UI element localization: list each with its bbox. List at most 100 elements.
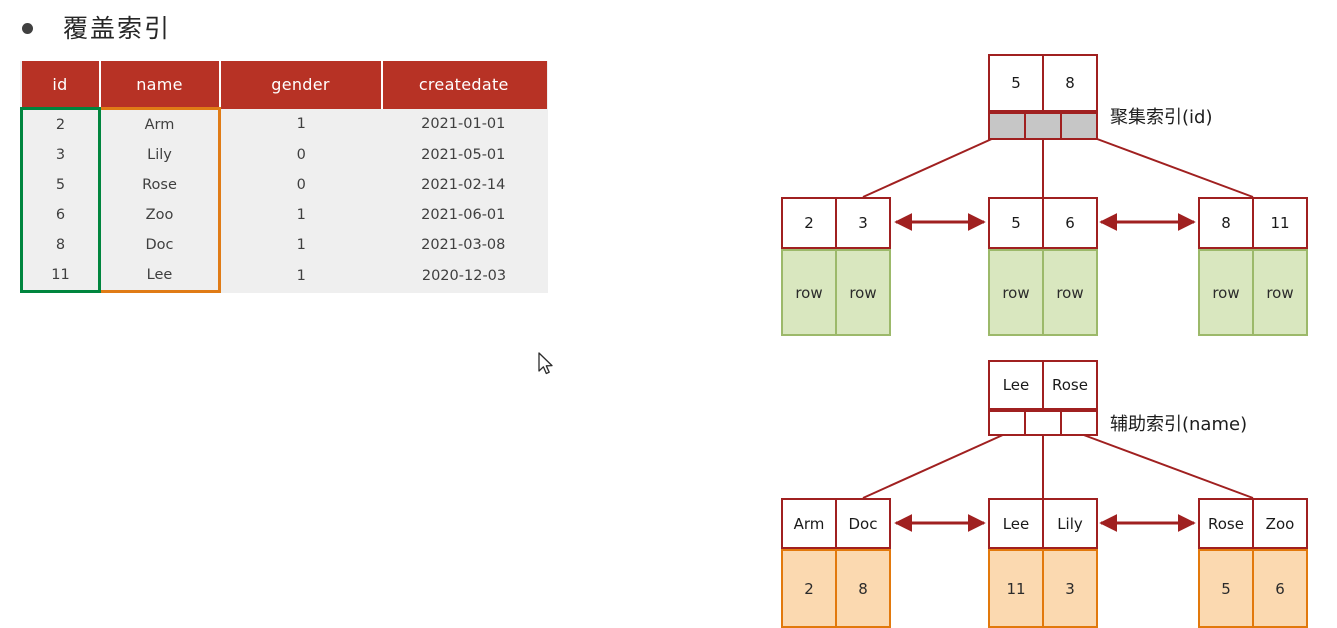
key-cell: Arm (781, 498, 837, 549)
key-cell: 5 (988, 197, 1044, 249)
pointer-cell (1024, 112, 1062, 140)
row-cell: row (1042, 249, 1098, 336)
column-header-name: name (99, 61, 221, 109)
key-cell: Lily (1042, 498, 1098, 549)
cell-id: 6 (20, 200, 101, 230)
cell-gender: 1 (219, 108, 382, 140)
table-row: 8 Doc 1 2021-03-08 (20, 230, 547, 260)
cell-createdate: 2021-02-14 (381, 170, 547, 200)
leaf-keys: 8 11 (1198, 197, 1308, 249)
row-id-cell: 5 (1198, 549, 1254, 628)
cell-createdate: 2021-05-01 (381, 140, 547, 170)
cell-name: Zoo (98, 200, 221, 230)
cell-createdate: 2020-12-03 (381, 260, 547, 292)
table-row: 3 Lily 0 2021-05-01 (20, 140, 547, 170)
leaf-values: row row (988, 249, 1098, 336)
key-cell: Rose (1042, 360, 1098, 410)
secondary-index-label: 辅助索引(name) (1110, 414, 1248, 435)
row-id-cell: 6 (1252, 549, 1308, 628)
page-title: 覆盖索引 (63, 14, 172, 43)
cell-id: 11 (20, 260, 101, 293)
pointer-cell (988, 112, 1026, 140)
secondary-root-node: Lee Rose (988, 360, 1098, 436)
key-cell: 2 (781, 197, 837, 249)
table-header-row: id name gender createdate (21, 61, 547, 109)
clustered-leaf-node: 8 11 row row (1198, 197, 1308, 336)
cell-gender: 1 (219, 230, 382, 260)
column-header-gender: gender (219, 61, 383, 109)
row-id-cell: 2 (781, 549, 837, 628)
leaf-values: row row (781, 249, 891, 336)
cell-createdate: 2021-01-01 (381, 108, 547, 140)
cell-name: Arm (98, 107, 221, 140)
content-pane: 覆盖索引 id name gender createdate 2 Arm 1 2… (0, 0, 600, 627)
cell-gender: 1 (219, 260, 382, 292)
cell-id: 2 (20, 107, 101, 140)
secondary-leaf-node: Lee Lily 11 3 (988, 498, 1098, 628)
table-row: 2 Arm 1 2021-01-01 (20, 107, 547, 140)
bullet-heading: 覆盖索引 (22, 16, 171, 41)
column-header-id: id (21, 61, 101, 109)
leaf-keys: Lee Lily (988, 498, 1098, 549)
cell-id: 3 (20, 140, 101, 170)
row-cell: row (988, 249, 1044, 336)
clustered-leaf-node: 2 3 row row (781, 197, 891, 336)
key-cell: Zoo (1252, 498, 1308, 549)
table-row: 6 Zoo 1 2021-06-01 (20, 200, 547, 230)
clustered-leaf-node: 5 6 row row (988, 197, 1098, 336)
key-cell: Lee (988, 360, 1044, 410)
pointer-cell (1024, 410, 1062, 436)
cell-createdate: 2021-06-01 (381, 200, 547, 230)
secondary-leaf-node: Arm Doc 2 8 (781, 498, 891, 628)
clustered-index-label: 聚集索引(id) (1110, 107, 1213, 128)
leaf-values: 11 3 (988, 549, 1098, 628)
cell-id: 8 (20, 230, 101, 260)
data-table: id name gender createdate 2 Arm 1 2021-0… (20, 61, 548, 293)
row-cell: row (781, 249, 837, 336)
secondary-root-pointers (988, 410, 1098, 436)
cell-name: Doc (98, 230, 221, 260)
key-cell: 11 (1252, 197, 1308, 249)
leaf-values: 2 8 (781, 549, 891, 628)
bullet-dot-icon (22, 23, 33, 34)
row-cell: row (835, 249, 891, 336)
pointer-cell (1060, 112, 1098, 140)
leaf-values: row row (1198, 249, 1308, 336)
leaf-keys: 5 6 (988, 197, 1098, 249)
row-id-cell: 11 (988, 549, 1044, 628)
column-header-createdate: createdate (381, 61, 547, 109)
key-cell: Rose (1198, 498, 1254, 549)
pointer-cell (1060, 410, 1098, 436)
leaf-keys: 2 3 (781, 197, 891, 249)
secondary-leaf-node: Rose Zoo 5 6 (1198, 498, 1308, 628)
cell-gender: 0 (219, 140, 382, 170)
leaf-values: 5 6 (1198, 549, 1308, 628)
cell-createdate: 2021-03-08 (381, 230, 547, 260)
key-cell: 5 (988, 54, 1044, 112)
row-cell: row (1198, 249, 1254, 336)
mouse-pointer-icon (538, 352, 553, 375)
pointer-cell (988, 410, 1026, 436)
clustered-root-keys: 5 8 (988, 54, 1098, 112)
row-id-cell: 3 (1042, 549, 1098, 628)
key-cell: 8 (1042, 54, 1098, 112)
cell-id: 5 (20, 170, 101, 200)
key-cell: Doc (835, 498, 891, 549)
cell-name: Rose (98, 170, 221, 200)
clustered-root-pointers (988, 112, 1098, 140)
key-cell: 3 (835, 197, 891, 249)
key-cell: Lee (988, 498, 1044, 549)
cell-name: Lee (98, 260, 221, 293)
cell-gender: 0 (219, 170, 382, 200)
cell-gender: 1 (219, 200, 382, 230)
row-cell: row (1252, 249, 1308, 336)
key-cell: 6 (1042, 197, 1098, 249)
key-cell: 8 (1198, 197, 1254, 249)
table-row: 11 Lee 1 2020-12-03 (20, 260, 547, 293)
leaf-keys: Rose Zoo (1198, 498, 1308, 549)
cell-name: Lily (98, 140, 221, 170)
leaf-keys: Arm Doc (781, 498, 891, 549)
secondary-root-keys: Lee Rose (988, 360, 1098, 410)
clustered-root-node: 5 8 (988, 54, 1098, 140)
table-row: 5 Rose 0 2021-02-14 (20, 170, 547, 200)
